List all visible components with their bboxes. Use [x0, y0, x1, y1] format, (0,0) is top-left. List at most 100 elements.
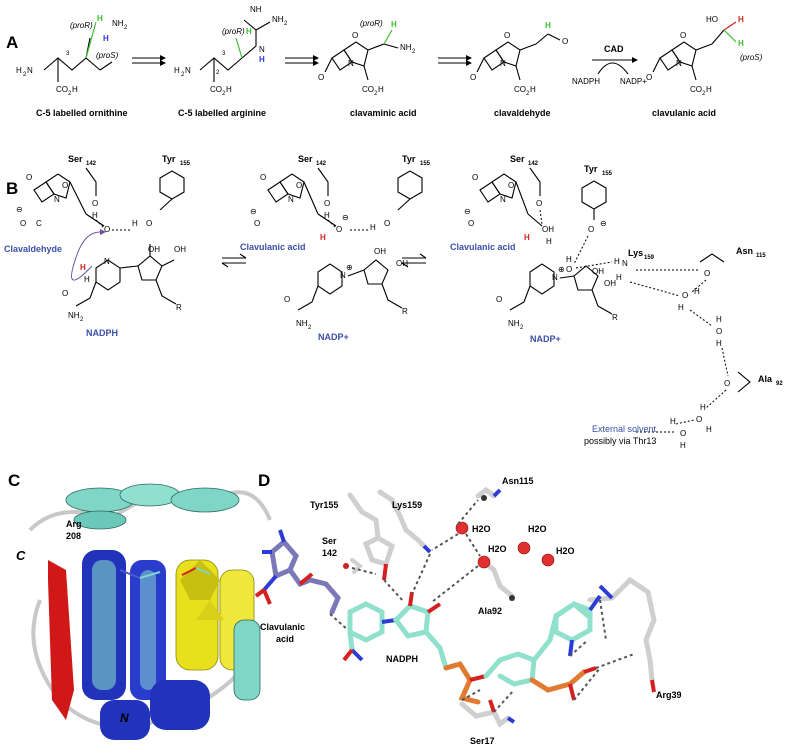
- svg-text:H: H: [566, 255, 572, 264]
- svg-text:(proS): (proS): [96, 51, 119, 60]
- arg-label: Arg: [66, 519, 82, 529]
- svg-text:OH: OH: [174, 245, 186, 254]
- svg-text:155: 155: [180, 161, 191, 167]
- svg-text:H: H: [694, 287, 700, 296]
- svg-text:O: O: [324, 199, 330, 208]
- svg-text:H: H: [97, 14, 103, 23]
- svg-text:O: O: [496, 295, 502, 304]
- svg-text:H: H: [700, 403, 706, 412]
- nadph-in: NADPH: [572, 77, 600, 86]
- svg-text:Tyr: Tyr: [584, 164, 598, 174]
- svg-text:H: H: [103, 34, 109, 43]
- svg-text:O: O: [646, 73, 652, 82]
- n-terminus-label: N: [120, 711, 129, 725]
- svg-text:H: H: [738, 15, 744, 24]
- svg-text:N: N: [259, 45, 265, 54]
- svg-text:NH: NH: [400, 43, 412, 52]
- svg-text:N: N: [185, 66, 191, 75]
- svg-text:H: H: [706, 85, 712, 94]
- svg-text:H: H: [370, 223, 376, 232]
- svg-text:H: H: [174, 66, 180, 75]
- arg39-label: Arg39: [656, 690, 682, 700]
- svg-text:⊕: ⊕: [346, 263, 353, 272]
- nadph-label-d: NADPH: [386, 654, 418, 664]
- svg-text:O: O: [352, 31, 358, 40]
- svg-text:H: H: [132, 219, 138, 228]
- svg-text:CO: CO: [690, 85, 702, 94]
- panel-b-letter: B: [6, 179, 18, 198]
- clavulanic-label-b1: Clavulanic acid: [240, 242, 306, 252]
- arrows-a1: [132, 55, 166, 66]
- svg-text:⊖: ⊖: [16, 205, 23, 214]
- h2o-label-1: H2O: [472, 524, 491, 534]
- svg-text:(proR): (proR): [360, 19, 383, 28]
- svg-text:H: H: [738, 39, 744, 48]
- clavulanic-label-d-1: Clavulanic: [260, 622, 305, 632]
- arg-number: 208: [66, 531, 81, 541]
- svg-text:H: H: [246, 27, 252, 36]
- svg-text:O: O: [260, 173, 266, 182]
- panel-c-letter: C: [8, 471, 20, 490]
- svg-text:3: 3: [222, 51, 226, 57]
- svg-text:OH: OH: [148, 245, 160, 254]
- svg-text:CO: CO: [56, 85, 68, 94]
- nadph-label-b: NADPH: [86, 328, 118, 338]
- clavaminic-name: clavaminic acid: [350, 108, 417, 118]
- svg-text:Asn: Asn: [736, 246, 753, 256]
- cyan-helix-right: [233, 619, 261, 701]
- svg-text:⊖: ⊖: [600, 219, 607, 228]
- svg-text:H: H: [530, 85, 536, 94]
- svg-text:O: O: [696, 415, 702, 424]
- lys159-label: Lys159: [392, 500, 422, 510]
- asn115-label: Asn115: [502, 476, 534, 486]
- svg-text:⊖: ⊖: [342, 213, 349, 222]
- panel-d: D: [254, 471, 682, 746]
- svg-text:H: H: [706, 425, 712, 434]
- svg-text:NH: NH: [272, 15, 284, 24]
- ser142-label-b: 142: [322, 548, 337, 558]
- svg-text:O: O: [284, 295, 290, 304]
- ligand-clavulanic: [254, 529, 341, 615]
- svg-text:O: O: [92, 199, 98, 208]
- svg-text:O: O: [62, 289, 68, 298]
- svg-text:O: O: [680, 429, 686, 438]
- ala92-label: Ala92: [478, 606, 502, 616]
- ser17-label: Ser17: [470, 736, 495, 746]
- panel-c: C: [8, 471, 272, 740]
- svg-text:N: N: [500, 195, 506, 204]
- svg-text:O: O: [682, 291, 688, 300]
- svg-text:H: H: [324, 211, 330, 220]
- c-terminus-label: C: [16, 548, 26, 563]
- svg-text:O: O: [468, 219, 474, 228]
- svg-text:155: 155: [420, 161, 431, 167]
- svg-text:CO: CO: [362, 85, 374, 94]
- svg-text:2: 2: [181, 72, 185, 78]
- svg-text:2: 2: [526, 91, 530, 97]
- equilibrium-2: [401, 253, 427, 268]
- svg-text:H: H: [716, 315, 722, 324]
- svg-text:2: 2: [80, 317, 84, 323]
- svg-text:⊖: ⊖: [250, 207, 257, 216]
- svg-text:H: H: [320, 233, 326, 242]
- svg-text:2: 2: [23, 72, 27, 78]
- water-molecules: [455, 521, 555, 569]
- svg-text:2: 2: [520, 325, 524, 331]
- svg-text:OH: OH: [592, 267, 604, 276]
- svg-text:O: O: [146, 219, 152, 228]
- svg-text:N: N: [54, 195, 60, 204]
- svg-text:H: H: [546, 237, 552, 246]
- svg-text:O: O: [296, 181, 302, 190]
- svg-text:CO: CO: [210, 85, 222, 94]
- svg-text:N: N: [27, 66, 33, 75]
- residue-lys159: [377, 489, 432, 554]
- cad-arrow: CAD NADPH NADP+: [572, 44, 647, 86]
- arrows-a2: [285, 55, 319, 66]
- svg-text:H: H: [524, 233, 530, 242]
